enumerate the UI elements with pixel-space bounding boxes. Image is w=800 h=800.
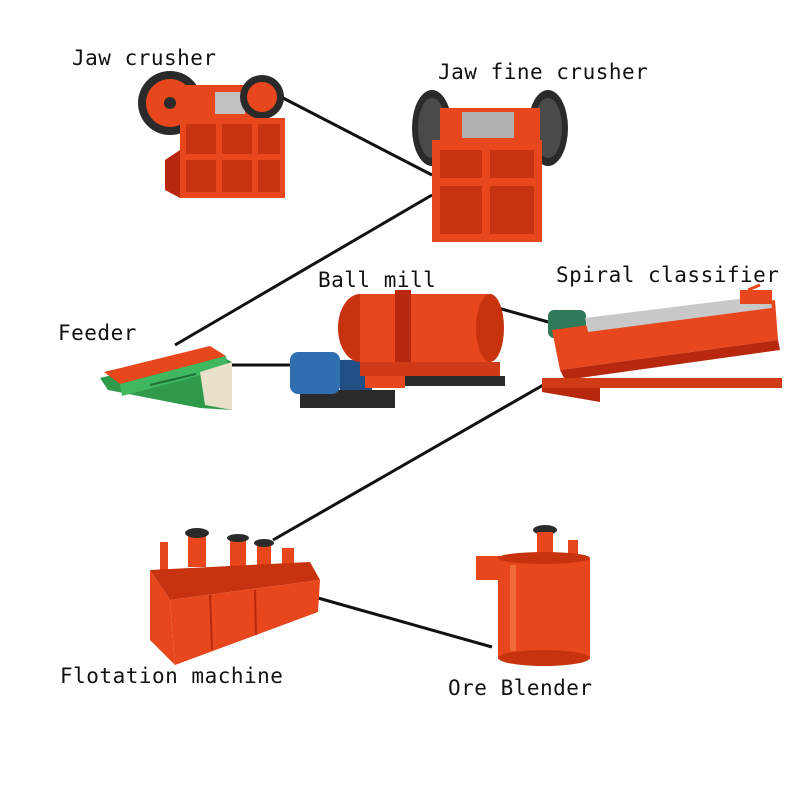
feeder-label: Feeder <box>58 321 137 345</box>
connector-fine-to-feeder <box>174 193 433 347</box>
ball-mill-label: Ball mill <box>318 268 437 292</box>
connector-spiral-to-flotation <box>272 378 553 542</box>
connector-jaw-to-fine <box>282 96 433 177</box>
jaw-crusher-image <box>138 71 285 198</box>
jaw-crusher-label: Jaw crusher <box>72 46 217 70</box>
spiral-classifier-image <box>542 283 782 402</box>
spiral-classifier-label: Spiral classifier <box>556 263 780 287</box>
flotation-machine-image <box>150 528 320 665</box>
connector-flotation-to-blender <box>317 596 493 649</box>
jaw-fine-crusher-label: Jaw fine crusher <box>438 60 649 84</box>
ball-mill-image <box>290 290 505 408</box>
jaw-fine-crusher-image <box>412 90 568 242</box>
ore-blender-image <box>476 525 590 666</box>
ore-blender-label: Ore Blender <box>448 676 593 700</box>
flotation-machine-label: Flotation machine <box>60 664 284 688</box>
feeder-image <box>100 346 232 410</box>
connector-ballmill-to-spiral <box>497 306 553 325</box>
